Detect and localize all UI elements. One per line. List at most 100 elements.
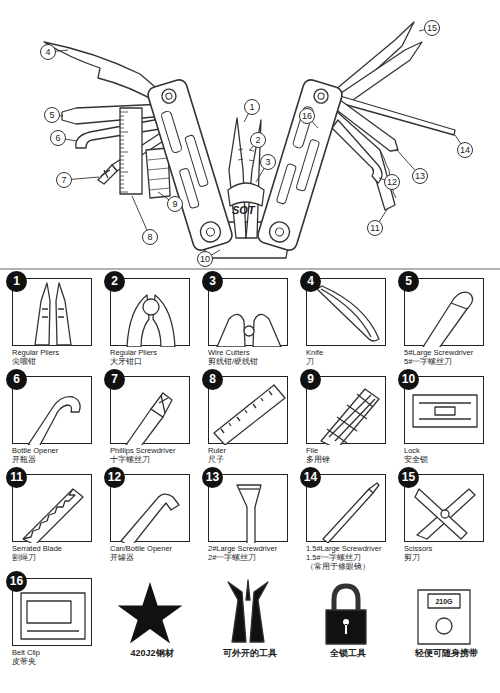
- tool-icon: [317, 286, 379, 341]
- tool-cell: 132#Large Screwdriver2#一字螺丝刀: [208, 474, 304, 574]
- caption-block: Belt Clip皮带夹: [12, 648, 108, 666]
- feature-name: 轻便可随身携带: [404, 648, 488, 659]
- callout-number: 2: [111, 274, 118, 288]
- callout-text: 3: [261, 155, 275, 169]
- tool-icon: [42, 309, 64, 317]
- feature-name: 420J2钢材: [110, 648, 194, 659]
- callout-badge: 9: [300, 369, 321, 390]
- feature-cell: 可外开的工具: [208, 578, 304, 678]
- tool-icon: [451, 303, 467, 309]
- caption-block: Wire Cutters剪线钳/硬线钳: [208, 348, 304, 366]
- callout-number: 13: [412, 168, 428, 184]
- callout-badge: 4: [300, 271, 321, 292]
- tool-name: 割绳刀: [12, 553, 108, 562]
- handle-slot: [276, 163, 296, 204]
- weight-label: 210G: [428, 596, 460, 608]
- icon-art: [209, 377, 289, 445]
- caption-block: Regular Pliers尖嘴钳: [12, 348, 108, 366]
- callout-badge: 11: [6, 467, 27, 488]
- screw-center: [275, 227, 285, 237]
- tool-cell: 141.5#Large Screwdriver1.5#一字螺丝刀（常用于修眼镜）: [306, 474, 402, 574]
- handle: [146, 78, 234, 252]
- icon-art: [307, 377, 387, 445]
- file-texture: [148, 158, 170, 190]
- icon-art: [306, 578, 386, 646]
- tool-icon: [441, 510, 449, 518]
- tool-icon: [21, 593, 85, 639]
- callout-text: 15: [425, 21, 439, 35]
- callout-number: 12: [108, 470, 121, 484]
- caption-block: Lock安全锁: [404, 446, 500, 464]
- tool-icon: [159, 395, 168, 413]
- handle-slot: [296, 139, 320, 191]
- caption-block: 轻便可随身携带: [404, 648, 488, 659]
- screw: [198, 219, 223, 244]
- tool-cell: 16Belt Clip皮带夹: [12, 578, 108, 678]
- icon-art: [404, 578, 484, 646]
- callout-text: 8: [143, 230, 157, 244]
- icon-art: [111, 475, 191, 543]
- tool-icon: [27, 601, 71, 623]
- tool-icon: [23, 489, 75, 539]
- tool-name: 尖嘴钳: [12, 357, 108, 366]
- callout-number: 8: [209, 372, 216, 386]
- tool-icon: [217, 314, 245, 347]
- tool-name: 皮带夹: [12, 657, 108, 666]
- tool-cell: 6Bottle Opener开瓶器: [12, 376, 108, 476]
- tool-name: （常用于修眼镜）: [306, 562, 402, 571]
- callout-number: 8: [142, 229, 158, 245]
- tool-name: Ruler: [208, 446, 304, 455]
- tool-icon: [435, 407, 455, 415]
- tool-cell: 15Scissors剪刀: [404, 474, 500, 574]
- callout-badge: 14: [300, 467, 321, 488]
- callout-badge: 16: [6, 571, 27, 592]
- brand-logo: SOT: [232, 204, 255, 216]
- jaw-teeth: [238, 149, 254, 161]
- screw: [160, 87, 177, 104]
- caption-block: Scissors剪刀: [404, 544, 500, 562]
- tool-name: 开瓶器: [12, 455, 108, 464]
- serrated-blade: [328, 110, 395, 210]
- callout-number: 9: [307, 372, 314, 386]
- callout-text: 11: [368, 221, 382, 235]
- icon-art: [208, 578, 288, 646]
- callout-number: 15: [424, 20, 440, 36]
- caption-block: 可外开的工具: [208, 648, 292, 659]
- scissor-blade: [338, 42, 422, 102]
- tool-name: 刀: [306, 357, 402, 366]
- callout-badge: 5: [398, 271, 419, 292]
- icon-art: [13, 579, 93, 647]
- tool-cell: 55#Large Screwdriver5#一字螺丝刀: [404, 278, 500, 378]
- tool-name: 尺子: [208, 455, 304, 464]
- callout-number: 11: [10, 470, 23, 484]
- tool-name: Belt Clip: [12, 648, 108, 657]
- callout-number: 6: [13, 372, 20, 386]
- star-icon: [118, 582, 183, 644]
- caption-block: Ruler尺子: [208, 446, 304, 464]
- callout-number: 11: [367, 220, 383, 236]
- callout-number: 1: [13, 274, 20, 288]
- tool-icon: [323, 489, 373, 543]
- icon-art: [111, 377, 191, 445]
- callout-number: 12: [384, 174, 400, 190]
- tool-icon: [321, 389, 379, 445]
- tool-name: 开罐器: [110, 553, 206, 562]
- tool-icon: [253, 314, 281, 347]
- feature-cell: 全锁工具: [306, 578, 402, 678]
- callout-number: 1: [244, 99, 260, 115]
- tool-name: Knife: [306, 348, 402, 357]
- callout-number: 5: [44, 107, 60, 123]
- tool-icon: [228, 582, 246, 642]
- tool-icon: [369, 483, 379, 493]
- tool-icon: [151, 393, 172, 417]
- tool-icon: [221, 391, 272, 433]
- plier-jaw: [229, 118, 246, 238]
- callout-badge: 12: [104, 467, 125, 488]
- can-opener-blade: [332, 120, 382, 183]
- callout-number: 5: [405, 274, 412, 288]
- callout-text: 1: [245, 100, 259, 114]
- callout-text: 4: [41, 45, 55, 59]
- callout-text: 16: [300, 109, 314, 123]
- callout-number: 3: [260, 154, 276, 170]
